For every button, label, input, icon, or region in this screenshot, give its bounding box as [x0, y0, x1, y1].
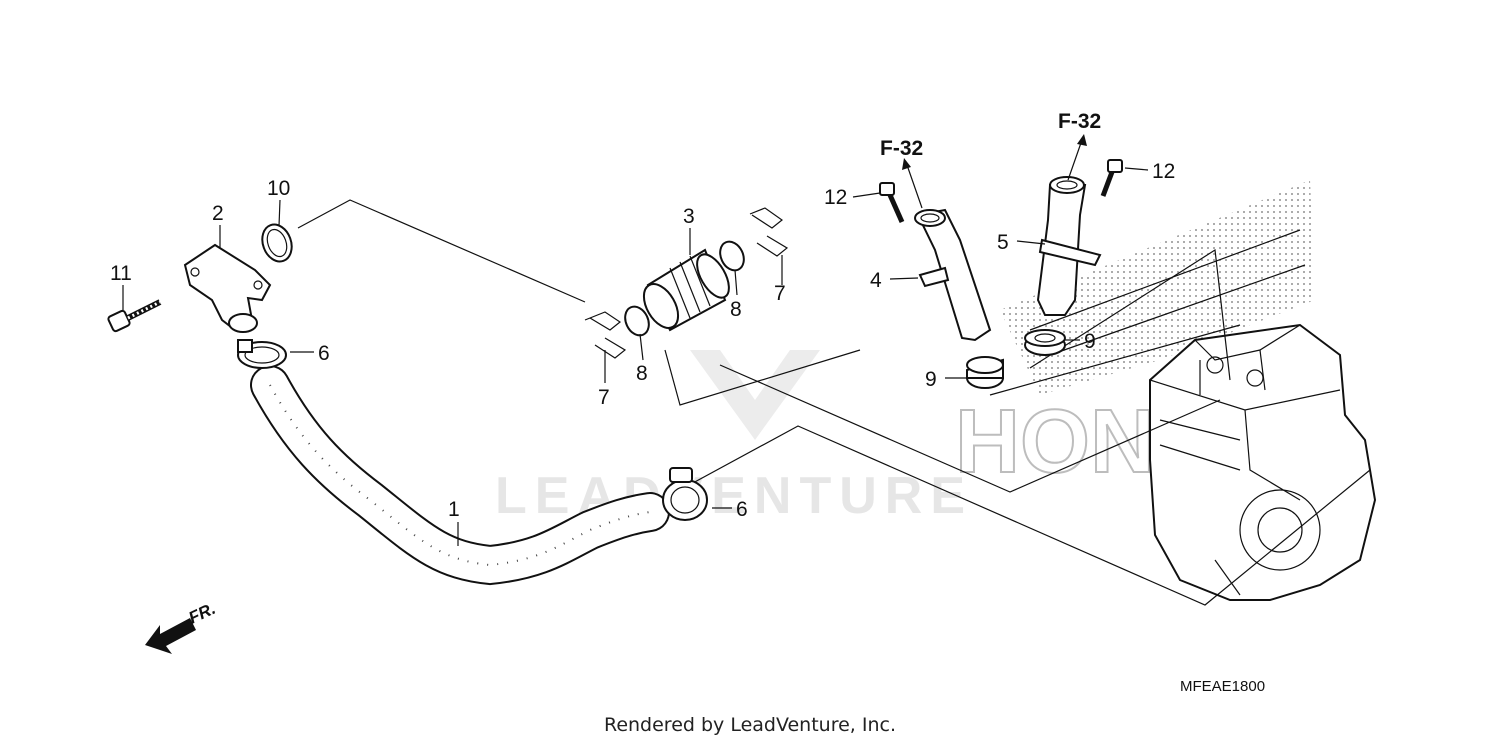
- callout-4: 4: [870, 269, 882, 292]
- o-ring-part-8-right: [719, 240, 745, 272]
- callout-12-left: 12: [824, 186, 847, 209]
- callout-11: 11: [110, 262, 132, 285]
- reference-arrow-right: [1067, 134, 1087, 181]
- callout-5: 5: [997, 231, 1009, 254]
- hose-clamp-part-6-lower: [662, 467, 708, 521]
- callout-3: 3: [683, 205, 695, 228]
- hose-clamp-part-6-upper: [237, 339, 287, 369]
- water-pipe-part-4: [914, 208, 992, 342]
- callout-12-right: 12: [1152, 160, 1175, 183]
- grommet-part-9-right: [1024, 329, 1066, 356]
- callout-7-left: 7: [598, 386, 610, 409]
- reference-arrow-left: [902, 158, 923, 209]
- callout-9-right: 9: [1084, 330, 1096, 353]
- front-direction-arrow: FR.: [145, 599, 219, 654]
- leader-lines: [297, 199, 1371, 606]
- diagram-code: MFEAE1800: [1180, 678, 1265, 695]
- callout-7-right: 7: [774, 282, 786, 305]
- brand-wing-background: [1000, 180, 1315, 395]
- bolt-part-11: [107, 299, 162, 333]
- bolt-part-12-left: [879, 182, 905, 224]
- grommet-part-9-left: [966, 356, 1004, 389]
- callout-2: 2: [212, 202, 224, 225]
- o-ring-part-10: [261, 223, 293, 263]
- watermark-text: LEADVENTURE: [495, 467, 973, 525]
- clip-part-7-right: [749, 207, 789, 257]
- callout-6-lower: 6: [736, 498, 748, 521]
- o-ring-inner: [266, 228, 288, 258]
- engine-assembly: [1149, 323, 1377, 601]
- connector-sleeve-part-3: [642, 248, 730, 332]
- callout-8-right: 8: [730, 298, 742, 321]
- callout-leaders: [122, 167, 1149, 546]
- callout-10: 10: [267, 177, 290, 200]
- reference-label-left: F-32: [880, 137, 923, 160]
- callout-1: 1: [448, 498, 460, 521]
- o-ring-part-8-left: [624, 305, 650, 337]
- callout-8-left: 8: [636, 362, 648, 385]
- callout-9-left: 9: [925, 368, 937, 391]
- callout-6-upper: 6: [318, 342, 330, 365]
- credit-text: Rendered by LeadVenture, Inc.: [603, 714, 897, 736]
- reference-label-right: F-32: [1058, 110, 1101, 133]
- water-pipe-part-5: [1036, 176, 1102, 316]
- elbow-joint-part-2: [183, 243, 272, 333]
- water-hose-part-1: [250, 365, 670, 586]
- bolt-part-12-right: [1100, 159, 1123, 197]
